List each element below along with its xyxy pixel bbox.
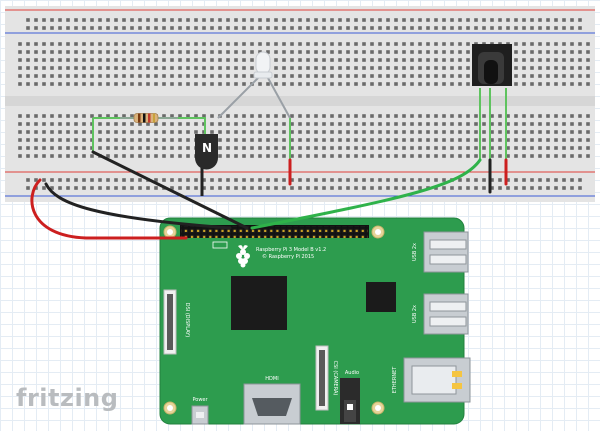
breadboard: [5, 6, 595, 202]
usb-bottom-label: USB 2x: [412, 305, 418, 323]
wire-black-ground-rail: [44, 182, 232, 230]
copyright-text: © Raspberry Pi 2015: [262, 253, 314, 260]
power-label: Power: [192, 397, 208, 403]
breadboard-jumpers: [288, 158, 508, 194]
wire-black-transistor: [91, 150, 249, 230]
usb-port-top: [423, 231, 469, 273]
silkscreen-block: [212, 241, 228, 249]
rail-bottom-holes: [22, 176, 582, 192]
usb-top-label: USB 2x: [412, 243, 418, 261]
transistor: N: [195, 134, 218, 196]
lan-chip: [366, 282, 396, 312]
soc-chip: [231, 276, 287, 330]
hdmi-label: HDMI: [265, 376, 278, 382]
ethernet-port: [403, 357, 471, 403]
wire-green-signal: [250, 158, 482, 230]
power-port: [191, 405, 209, 425]
ethernet-label: ETHERNET: [392, 366, 398, 394]
transistor-label: N: [202, 141, 212, 155]
camera-label: CSI (CAMERA): [332, 361, 338, 396]
audio-jack: [340, 378, 360, 424]
terminal-area-lower: [14, 112, 590, 160]
rail-top-holes: [22, 14, 582, 30]
center-channel: [5, 96, 595, 106]
model-text: Raspberry Pi 3 Model B v1.2: [256, 247, 326, 253]
ir-led: [217, 51, 291, 119]
long-wires: [30, 150, 482, 240]
resistor: [120, 113, 178, 123]
usb-port-bottom: [423, 293, 469, 335]
display-label: DSI (DISPLAY): [184, 303, 190, 338]
wire-red-power: [30, 178, 188, 240]
audio-label: Audio: [345, 370, 359, 376]
fritzing-logo: fritzing: [16, 384, 119, 412]
raspberry-pi-board: Raspberry Pi 3 Model B v1.2 © Raspberry …: [159, 217, 471, 425]
hdmi-port: [243, 383, 301, 425]
ir-receiver: [472, 44, 512, 86]
raspberry-logo-icon: [236, 245, 250, 268]
